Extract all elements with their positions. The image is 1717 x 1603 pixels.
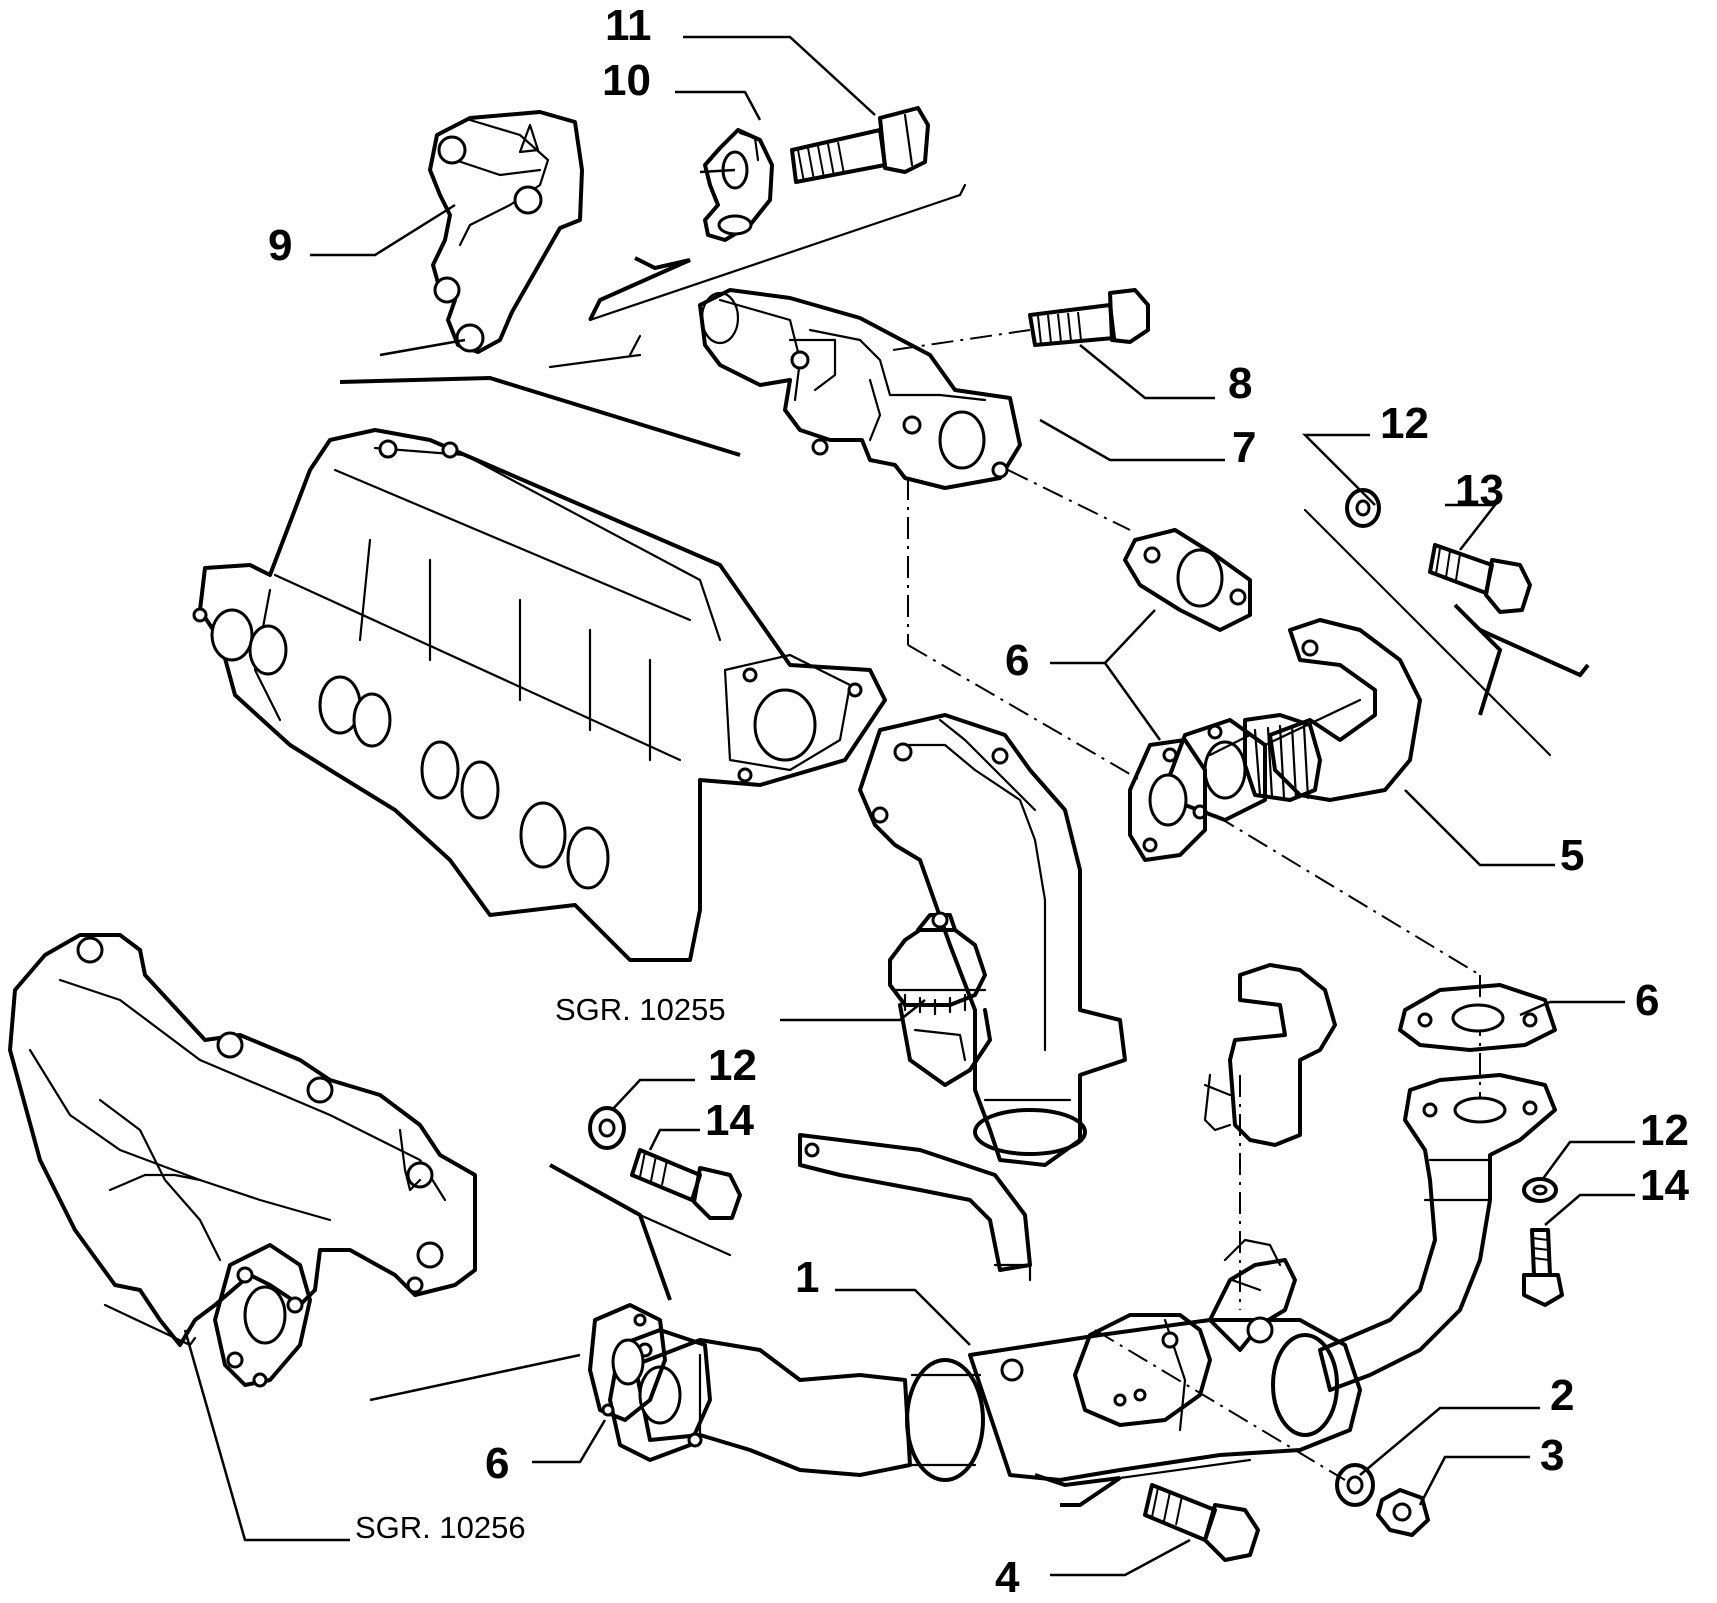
callout-14-right: 14 <box>1640 1161 1689 1210</box>
bolt-part-14-b <box>1522 1228 1564 1307</box>
bolt-part-14-a <box>630 1148 742 1220</box>
callout-13: 13 <box>1455 466 1504 515</box>
callout-11: 11 <box>605 1 652 50</box>
coolant-hose-lower <box>798 1133 1032 1282</box>
gasket-part-6-lower-right <box>1398 983 1557 1052</box>
callout-2: 2 <box>1550 1371 1574 1420</box>
callout-12-right: 12 <box>1640 1106 1689 1155</box>
bolt-part-11 <box>790 106 930 184</box>
reference-sgr-10255: SGR. 10255 <box>555 992 726 1027</box>
callout-12-middle: 12 <box>708 1041 757 1090</box>
assembly-axes <box>892 329 1481 1481</box>
bellows-pipe-part-5 <box>1168 618 1422 822</box>
washer-part-12-c <box>1522 1177 1558 1203</box>
clamp-part-10 <box>703 128 774 242</box>
callout-4: 4 <box>995 1553 1020 1602</box>
vacuum-valve <box>888 911 992 1087</box>
washer-part-2 <box>1335 1463 1375 1507</box>
reference-sgr-10256: SGR. 10256 <box>355 1510 526 1545</box>
callout-6-right: 6 <box>1635 976 1659 1025</box>
gasket-part-6-middle <box>1128 738 1207 862</box>
exhaust-manifold <box>8 933 477 1388</box>
callout-labels: 11 10 9 8 7 12 13 6 5 6 12 14 12 14 1 2 … <box>268 1 1689 1602</box>
intake-manifold <box>192 428 887 962</box>
washer-part-12-a <box>1345 488 1381 528</box>
callout-14-middle: 14 <box>705 1096 754 1145</box>
egr-upper-pipe <box>858 713 1127 1167</box>
gasket-part-6-left <box>588 1303 667 1422</box>
callout-3: 3 <box>1540 1431 1564 1480</box>
callout-9: 9 <box>268 221 292 270</box>
callout-5: 5 <box>1560 831 1584 880</box>
callout-6-left: 6 <box>485 1439 509 1488</box>
callout-6-upper: 6 <box>1005 636 1029 685</box>
bolt-part-4 <box>1143 1483 1260 1562</box>
washer-part-12-b <box>588 1106 626 1150</box>
coolant-hose-upper <box>1203 963 1337 1147</box>
gasket-part-6-upper <box>1123 528 1252 632</box>
bracket-part-9 <box>428 110 584 354</box>
callout-7: 7 <box>1232 423 1256 472</box>
callout-8: 8 <box>1228 359 1252 408</box>
section-break-marks <box>339 183 1590 1507</box>
leader-lines <box>183 35 1635 1577</box>
bolt-part-8 <box>1028 288 1150 347</box>
egr-valve-part-7 <box>698 288 1022 490</box>
callout-1: 1 <box>795 1253 819 1302</box>
callout-12-upper: 12 <box>1380 399 1429 448</box>
egr-cooler-part-1 <box>608 1073 1557 1482</box>
bolt-part-13 <box>1428 543 1532 614</box>
callout-10: 10 <box>602 56 651 105</box>
nut-part-3 <box>1376 1488 1430 1537</box>
